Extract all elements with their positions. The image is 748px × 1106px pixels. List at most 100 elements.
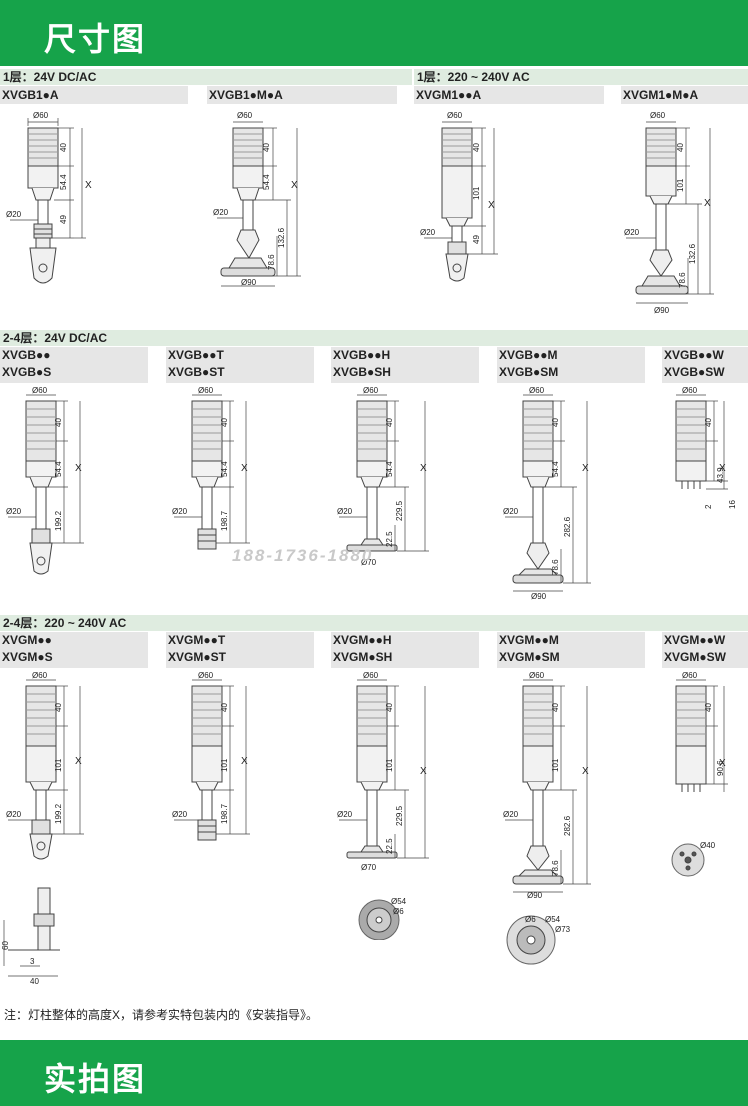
model-label: XVGB●●T XVGB●ST [166, 347, 314, 383]
model-label: XVGM●●T XVGM●ST [166, 632, 314, 668]
dim-label: Ø20 [6, 210, 22, 219]
dim-label: X [719, 463, 726, 474]
model-label: XVGB●●W XVGB●SW [662, 347, 748, 383]
dim-label: X [420, 766, 427, 777]
model-label: XVGM1●●A [414, 86, 604, 104]
model-label: XVGM●●H XVGM●SH [331, 632, 479, 668]
dim-label: 40 [54, 703, 63, 712]
model-label: XVGB●●M XVGB●SM [497, 347, 645, 383]
model-label: XVGB1●M●A [207, 86, 397, 104]
dim-label: Ø60 [198, 386, 214, 395]
dim-label: Ø20 [503, 810, 519, 819]
dim-label: 40 [54, 418, 63, 427]
dim-label: 54.4 [262, 174, 271, 190]
dim-label: X [75, 756, 82, 767]
dim-label: X [85, 180, 92, 191]
dim-label: 40 [551, 703, 560, 712]
dim-label: Ø70 [361, 863, 377, 872]
dim-label: 49 [472, 235, 481, 244]
dim-label: 40 [262, 143, 271, 152]
dim-label: 101 [676, 178, 685, 192]
dim-label: 40 [220, 418, 229, 427]
dim-label: Ø20 [337, 810, 353, 819]
dim-label: 90.6 [716, 760, 725, 776]
dim-label: Ø20 [624, 228, 640, 237]
dim-label: Ø20 [420, 228, 436, 237]
dim-label: 49 [59, 215, 68, 224]
dim-label: 40 [59, 143, 68, 152]
drawing-xvgm-base: Ø60 40 101 199.2 X Ø20 60 3 40 [0, 670, 160, 990]
dim-label: Ø20 [172, 810, 188, 819]
dim-label: Ø73 [555, 925, 571, 934]
dimension-drawing-banner: 尺寸图 [0, 0, 748, 66]
model-label: XVGB●●H XVGB●SH [331, 347, 479, 383]
dim-label: 132.6 [688, 243, 697, 264]
dim-label: Ø6 [393, 907, 404, 916]
section-header-1-layer-220v: 1层：220 ~ 240V AC [414, 69, 748, 85]
dim-label: Ø60 [682, 386, 698, 395]
dim-label: X [582, 463, 589, 474]
dim-label: 101 [220, 758, 229, 772]
dim-label: Ø20 [503, 507, 519, 516]
model-label: XVGM●●M XVGM●SM [497, 632, 645, 668]
drawing-xvgm1a: Ø60 40 101 49 X Ø20 [414, 108, 614, 323]
section-header-1-layer-24v: 1层：24V DC/AC [0, 69, 412, 85]
dim-label: 101 [551, 758, 560, 772]
dim-label: X [719, 758, 726, 769]
drawing-xvgm-w: Ø60 40 90.6 X Ø40 [662, 670, 748, 890]
dim-label: 282.6 [563, 516, 572, 537]
dim-label: Ø20 [213, 208, 229, 217]
model-label: XVGM●● XVGM●S [0, 632, 148, 668]
dim-label: 40 [704, 418, 713, 427]
dim-label: 78.6 [678, 272, 687, 288]
drawing-xvgm-m: Ø60 40 101 282.6 78.6 X Ø20 Ø90 Ø6 Ø54 Ø… [497, 670, 657, 980]
dim-label: X [241, 463, 248, 474]
dim-label: 22.5 [385, 531, 394, 547]
dim-label: Ø90 [527, 891, 543, 900]
dim-label: Ø54 [391, 897, 407, 906]
dim-label: Ø90 [531, 592, 547, 601]
dim-label: Ø60 [363, 671, 379, 680]
dim-label: 101 [385, 758, 394, 772]
dim-label: 40 [220, 703, 229, 712]
dim-label: 40 [704, 703, 713, 712]
dim-label: Ø70 [361, 558, 377, 567]
dim-label: Ø60 [32, 671, 48, 680]
dim-label: 199.2 [54, 510, 63, 531]
dim-label: X [291, 180, 298, 191]
dim-label: Ø60 [682, 671, 698, 680]
dim-label: 40 [676, 143, 685, 152]
model-label: XVGM1●M●A [621, 86, 748, 104]
section-header-2-4-layer-220v: 2-4层：220 ~ 240V AC [0, 615, 748, 631]
dim-label: 101 [54, 758, 63, 772]
dim-label: 229.5 [395, 500, 404, 521]
dim-label: Ø60 [32, 386, 48, 395]
dim-label: 54.4 [54, 461, 63, 477]
drawing-xvgm-h: Ø60 40 101 229.5 22.5 X Ø20 Ø70 Ø54 Ø6 [331, 670, 491, 940]
dim-label: Ø60 [237, 111, 253, 120]
drawing-xvgb-h: Ø60 40 54.4 229.5 22.5 X Ø20 Ø70 [331, 385, 491, 605]
dim-label: Ø20 [172, 507, 188, 516]
dim-label: Ø60 [529, 671, 545, 680]
dim-label: Ø60 [447, 111, 463, 120]
dim-label: 16 [728, 500, 737, 509]
dim-label: X [704, 198, 711, 209]
section-header-2-4-layer-24v: 2-4层：24V DC/AC [0, 330, 748, 346]
dim-label: X [582, 766, 589, 777]
model-label: XVGM●●W XVGM●SW [662, 632, 748, 668]
dim-label: Ø60 [33, 111, 49, 120]
dim-label: 78.6 [551, 559, 560, 575]
dim-label: Ø60 [529, 386, 545, 395]
photo-banner: 实拍图 [0, 1040, 748, 1106]
banner-title: 尺寸图 [44, 20, 147, 58]
drawing-xvgb-base: Ø60 40 54.4 199.2 X Ø20 [0, 385, 160, 605]
drawing-xvgb1ma: Ø60 40 54.4 132.6 78.6 X Ø20 Ø90 [207, 108, 407, 323]
dim-label: 198.7 [220, 803, 229, 824]
model-label: XVGB1●A [0, 86, 188, 104]
dim-label: Ø90 [241, 278, 257, 287]
dim-label: Ø20 [337, 507, 353, 516]
height-note: 注：灯柱整体的高度X，请参考实特包装内的《安装指导》。 [4, 1008, 319, 1022]
dim-label: 54.4 [59, 174, 68, 190]
drawing-xvgb-t: Ø60 40 54.4 198.7 X Ø20 [166, 385, 326, 605]
dim-label: X [75, 463, 82, 474]
